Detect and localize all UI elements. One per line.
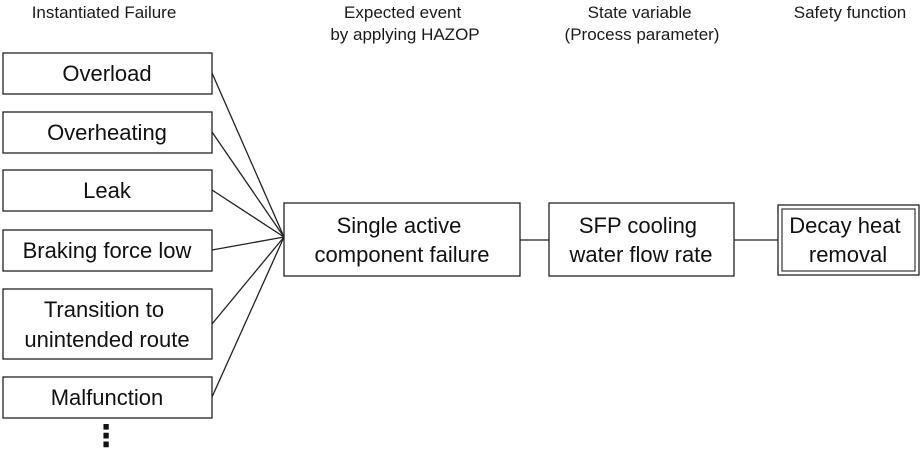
svg-text:Overheating: Overheating: [47, 120, 167, 145]
link-overload-to-event: [211, 72, 285, 238]
failure-box-overload: Overload: [2, 52, 213, 95]
continuation-ellipsis: ⋮: [91, 419, 121, 454]
failure-box-leak: Leak: [2, 169, 213, 212]
safety-box-decay-heat-removal: Decay heat removal: [777, 204, 920, 276]
svg-text:Malfunction: Malfunction: [51, 385, 164, 410]
svg-text:Transition to unintended: Transition to unintended route: [24, 297, 189, 352]
svg-text:Decay heat removal: Decay heat removal: [789, 213, 906, 267]
link-overheating-to-event: [211, 131, 285, 238]
svg-text:Braking force low: Braking force low: [23, 238, 192, 263]
svg-text:SFP cooling water flow r: SFP cooling water flow rate: [568, 213, 712, 267]
link-leak-to-event: [211, 189, 285, 238]
svg-text:Leak: Leak: [83, 178, 132, 203]
link-malfunction-to-event: [211, 236, 285, 398]
header-state-variable: State variable (Process parameter): [565, 3, 720, 44]
failure-box-braking-force-low: Braking force low: [2, 229, 213, 272]
svg-text:Overload: Overload: [62, 61, 151, 86]
state-box-sfp-cooling-water-flow-rate: SFP cooling water flow rate: [548, 202, 735, 277]
failure-box-transition-to-unintended-route: Transition to unintended route: [2, 288, 213, 360]
failure-box-overheating: Overheating: [2, 111, 213, 154]
link-transition-to-event: [211, 236, 285, 325]
failure-box-malfunction: Malfunction: [2, 376, 213, 419]
link-braking-to-event: [211, 236, 285, 251]
header-instantiated-failure: Instantiated Failure: [32, 3, 177, 22]
header-safety-function: Safety function: [794, 3, 906, 22]
event-box-single-active-component-failure: Single active component failure: [283, 202, 521, 277]
svg-text:Single active component: Single active component failure: [315, 213, 490, 267]
header-expected-event: Expected event by applying HAZOP: [330, 3, 479, 44]
